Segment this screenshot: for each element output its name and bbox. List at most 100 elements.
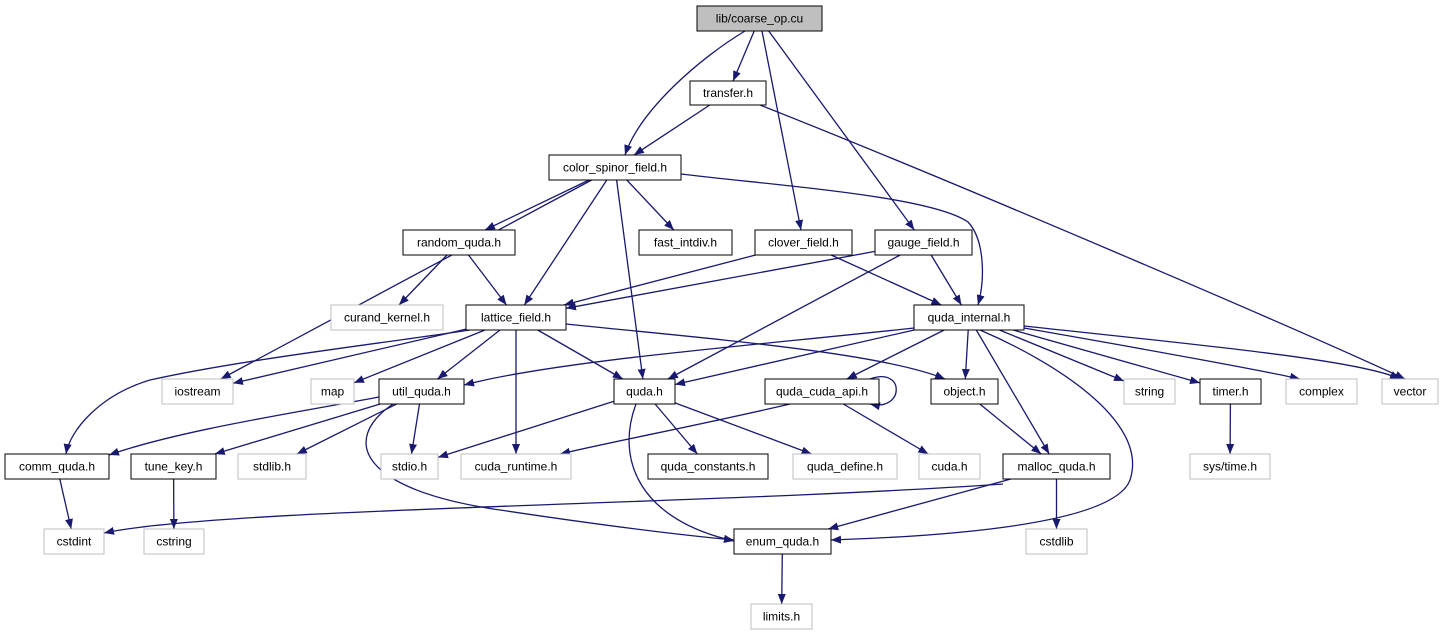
node-box <box>930 378 999 405</box>
node-util-quda[interactable]: util_quda.h <box>378 378 465 405</box>
node-vector: vector <box>1381 378 1439 405</box>
node-tune-key[interactable]: tune_key.h <box>130 453 217 480</box>
edge-util_quda-to-tune_key <box>214 403 381 455</box>
node-cstdint: cstdint <box>43 528 105 555</box>
edge-util_quda-to-enum_quda <box>365 403 735 544</box>
edge-root-to-clover_field <box>761 30 804 231</box>
edge-quda-to-enum_quda <box>628 403 735 543</box>
node-box <box>696 5 823 32</box>
node-label: complex <box>1299 385 1344 399</box>
edge-quda_cuda_api-to-quda_cuda_api <box>869 376 897 411</box>
node-box <box>638 229 733 256</box>
edge-quda_internal-to-timer <box>1013 329 1201 385</box>
node-label: lattice_field.h <box>481 311 551 325</box>
edges <box>59 30 1406 605</box>
node-box <box>310 378 355 405</box>
nodes: lib/coarse_op.cu transfer.h color_spinor_f… <box>4 5 1439 630</box>
node-enum-quda[interactable]: enum_quda.h <box>733 528 832 555</box>
node-label: string <box>1135 385 1164 399</box>
node-clover-field[interactable]: clover_field.h <box>754 229 853 256</box>
node-box <box>733 528 832 555</box>
edge-util_quda-to-comm_quda <box>108 396 380 456</box>
node-csf[interactable]: color_spinor_field.h <box>548 154 682 181</box>
node-box <box>792 453 898 480</box>
node-box <box>750 603 813 630</box>
node-lattice-field[interactable]: lattice_field.h <box>465 304 567 331</box>
node-string: string <box>1123 378 1176 405</box>
node-label: timer.h <box>1212 385 1248 399</box>
node-object[interactable]: object.h <box>930 378 999 405</box>
node-complex: complex <box>1285 378 1358 405</box>
node-label: object.h <box>943 385 985 399</box>
node-label: cstring <box>156 535 191 549</box>
node-transfer[interactable]: transfer.h <box>689 80 767 106</box>
edge-quda_internal-to-util_quda <box>463 327 915 387</box>
node-timer[interactable]: timer.h <box>1199 378 1262 405</box>
node-stdlib: stdlib.h <box>237 453 307 480</box>
node-label: util_quda.h <box>392 385 451 399</box>
edge-comm_quda-to-cstdint <box>59 478 73 530</box>
node-random-quda[interactable]: random_quda.h <box>402 229 516 256</box>
node-label: random_quda.h <box>417 236 501 250</box>
node-label: map <box>321 385 345 399</box>
edge-lattice_field-to-util_quda <box>437 329 501 380</box>
node-label: stdio.h <box>392 460 427 474</box>
edge-quda-to-quda_define <box>674 402 812 455</box>
node-box <box>918 453 981 480</box>
edge-clover_field-to-lattice_field <box>563 254 756 307</box>
edge-gauge_field-to-lattice_field <box>565 250 876 311</box>
edge-quda_cuda_api-to-cuda <box>842 403 929 455</box>
edge-quda_internal-to-string <box>999 329 1125 382</box>
node-comm-quda[interactable]: comm_quda.h <box>4 453 110 480</box>
node-box <box>4 453 110 480</box>
node-label: transfer.h <box>703 86 753 100</box>
node-stdio: stdio.h <box>380 453 439 480</box>
node-label: curand_kernel.h <box>344 311 430 325</box>
edge-quda-to-stdio <box>437 400 615 459</box>
node-label: comm_quda.h <box>19 460 95 474</box>
node-iostream: iostream <box>161 378 234 405</box>
node-box <box>874 229 973 256</box>
node-root[interactable]: lib/coarse_op.cu <box>696 5 823 32</box>
edge-util_quda-to-stdio <box>409 403 421 455</box>
node-label: lib/coarse_op.cu <box>716 12 803 26</box>
node-gauge-field[interactable]: gauge_field.h <box>874 229 973 256</box>
node-malloc-quda[interactable]: malloc_quda.h <box>1002 453 1111 480</box>
edge-csf-to-iostream <box>220 179 593 380</box>
node-label: iostream <box>174 385 220 399</box>
node-box <box>1025 528 1088 555</box>
edge-quda_internal-to-object <box>961 329 970 380</box>
node-box <box>237 453 307 480</box>
node-box <box>161 378 234 405</box>
edge-quda_internal-to-complex <box>1023 327 1301 381</box>
edge-lattice_field-to-object <box>565 323 946 380</box>
edge-lattice_field-to-comm_quda <box>63 329 471 455</box>
edge-root-to-transfer <box>732 30 755 82</box>
node-label: sys/time.h <box>1203 460 1257 474</box>
node-cstdlib: cstdlib <box>1025 528 1088 555</box>
node-label: cuda_runtime.h <box>475 460 558 474</box>
node-quda-internal[interactable]: quda_internal.h <box>913 304 1025 331</box>
node-box <box>764 378 880 405</box>
node-box <box>380 453 439 480</box>
node-label: cstdint <box>57 535 92 549</box>
edge-clover_field-to-quda_internal <box>830 254 942 306</box>
node-fast-intdiv[interactable]: fast_intdiv.h <box>638 229 733 256</box>
edge-csf-to-quda_internal <box>680 173 985 306</box>
node-label: quda_cuda_api.h <box>776 385 868 399</box>
node-quda-cuda-api[interactable]: quda_cuda_api.h <box>764 378 880 405</box>
node-label: stdlib.h <box>253 460 291 474</box>
edge-quda_internal-to-quda <box>674 329 915 387</box>
edge-transfer-to-csf <box>633 104 711 156</box>
edge-root-to-csf <box>624 30 746 156</box>
edge-lattice_field-to-iostream <box>232 328 467 385</box>
node-label: clover_field.h <box>768 236 839 250</box>
edge-random_quda-to-lattice_field <box>467 254 508 306</box>
node-label: vector <box>1394 385 1427 399</box>
node-quda[interactable]: quda.h <box>613 378 676 405</box>
edge-gauge_field-to-quda_internal <box>930 254 962 306</box>
node-label: cuda.h <box>931 460 967 474</box>
edge-random_quda-to-curand_kernel <box>398 254 448 306</box>
node-quda-constants[interactable]: quda_constants.h <box>647 453 769 480</box>
node-box <box>460 453 572 480</box>
